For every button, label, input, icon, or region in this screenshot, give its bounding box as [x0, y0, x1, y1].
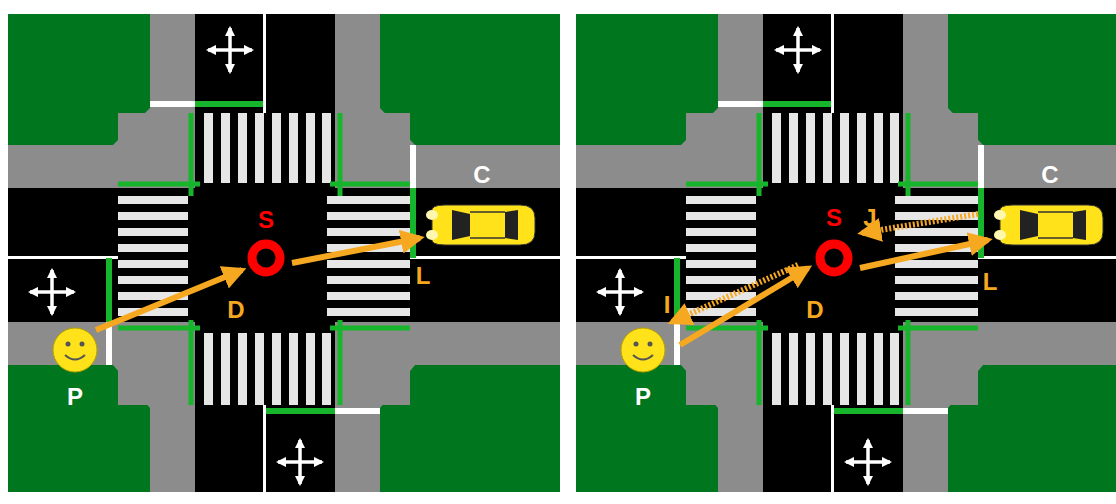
point-label: C [473, 163, 490, 187]
point-label: L [983, 270, 998, 294]
point-label: P [635, 385, 651, 409]
point-label: L [416, 264, 431, 288]
point-label: S [826, 206, 842, 230]
point-label: J [863, 206, 876, 230]
point-label: I [664, 293, 671, 317]
point-label: D [227, 298, 244, 322]
point-label: C [1041, 163, 1058, 187]
point-label: D [806, 298, 823, 322]
point-label: P [67, 385, 83, 409]
point-label: S [258, 208, 274, 232]
